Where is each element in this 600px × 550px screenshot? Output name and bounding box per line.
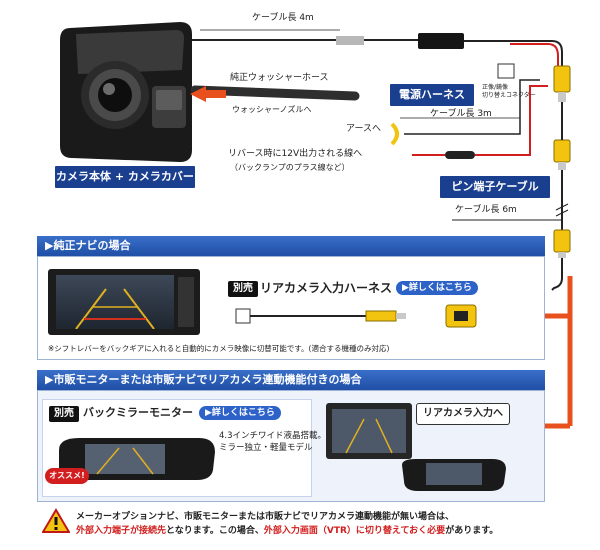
mirror-spec-1: 4.3インチワイド液晶搭載。 [219, 431, 327, 441]
navi-unit [48, 269, 200, 335]
cable-length-4m: ケーブル長 4m [252, 13, 314, 23]
mirror-monitor-image [59, 438, 215, 480]
warning-end: があります。 [445, 526, 499, 536]
rear-input-label: リアカメラ入力へ [416, 403, 510, 425]
cable-length-3m: ケーブル長 3m [430, 109, 492, 119]
mirror-spec-2: ミラー独立・軽量モデル [219, 443, 313, 453]
section2-panel: 別売 バックミラーモニター ▶詳しくはこちら 4.3インチワイド液晶搭載。 ミラ… [37, 390, 545, 502]
section1-panel: 別売 リアカメラ入力ハーネス ▶詳しくはこちら ※シフトレバーをバックギアに入れ… [37, 256, 545, 360]
mirror-product-name: バックミラーモニター [83, 406, 193, 419]
section1-title: ▶純正ナビの場合 [37, 236, 545, 256]
switch-connector-label: 正像/鏡像 切り替えコネクター [482, 84, 536, 99]
navi-buttons [178, 277, 194, 327]
section2-title: ▶市販モニターまたは市販ナビでリアカメラ連動機能付きの場合 [37, 370, 545, 390]
sold-separately-tag-2: 別売 [49, 406, 79, 422]
details-link-2[interactable]: ▶詳しくはこちら [199, 406, 281, 420]
pin-cable-label: ピン端子ケーブル [440, 176, 550, 198]
warning-red-1: 外部入力端子が接続先 [76, 526, 167, 536]
reverse-line-label: リバース時に12V出力される線へ [228, 149, 363, 159]
camera-body [60, 22, 192, 162]
wiring-diagram [60, 22, 571, 230]
warning-icon [42, 508, 70, 533]
section1-note: ※シフトレバーをバックギアに入れると自動的にカメラ映像に切替可能です。(適合する… [48, 344, 390, 353]
details-link[interactable]: ▶詳しくはこちら [396, 281, 478, 295]
washer-hose-label: 純正ウォッシャーホース [230, 73, 329, 83]
warning-mid: となります。この場合、 [166, 526, 264, 536]
mirror-monitor-card: 別売 バックミラーモニター ▶詳しくはこちら 4.3インチワイド液晶搭載。 ミラ… [42, 399, 326, 497]
camera-label: カメラ本体 + カメラカバー [55, 166, 195, 188]
navi-screen [56, 275, 174, 330]
reverse-sub-label: （バックランプのプラス線など） [230, 163, 350, 172]
harness-product-name: リアカメラ入力ハーネス [260, 281, 393, 295]
recommend-badge: オススメ! [45, 468, 89, 484]
aftermarket-monitor-image [326, 403, 506, 491]
cable-length-6m: ケーブル長 6m [455, 205, 517, 215]
warning-line-1: メーカーオプションナビ、市販モニターまたは市販ナビでリアカメラ連動機能が無い場合… [76, 512, 455, 522]
washer-nozzle-label: ウォッシャーノズルへ [232, 105, 312, 114]
sold-separately-tag: 別売 [228, 281, 258, 297]
power-harness-label: 電源ハーネス [390, 84, 474, 106]
warning-line-2: 外部入力端子が接続先となります。この場合、外部入力画面（VTR）に切り替えておく… [76, 527, 498, 536]
harness-drawing [235, 304, 477, 328]
warning-red-2: 外部入力画面（VTR）に切り替えておく必要 [263, 526, 446, 536]
earth-label: アースへ [346, 124, 382, 134]
